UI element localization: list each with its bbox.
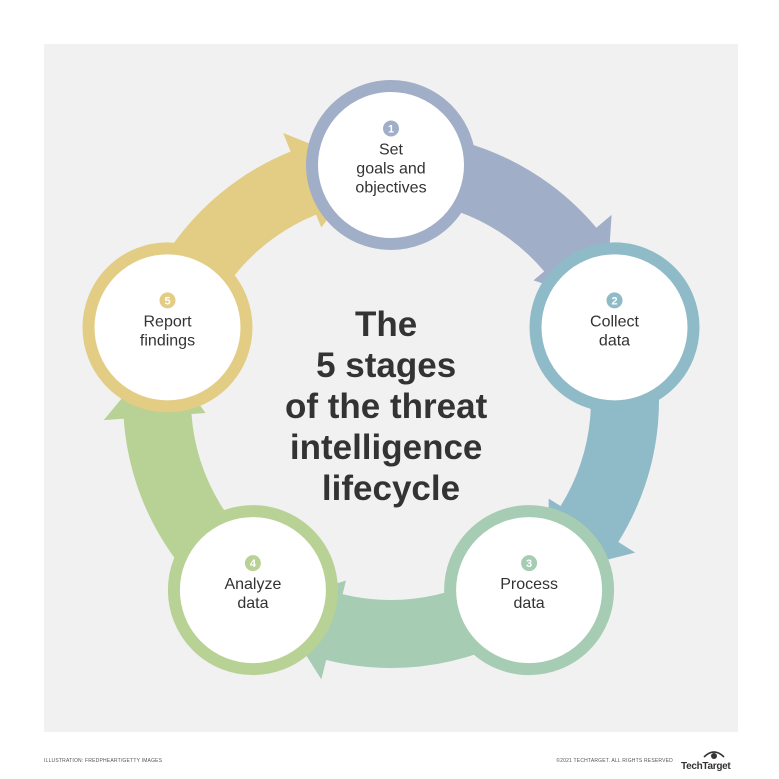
stage-number-badge xyxy=(159,292,176,309)
stage-number: 3 xyxy=(526,558,532,570)
stage-circle xyxy=(306,80,476,250)
center-title-line-5: lifecycle xyxy=(322,469,460,508)
stage-number: 1 xyxy=(388,124,394,136)
stage-number: 4 xyxy=(250,558,257,570)
stage-number: 5 xyxy=(164,295,170,307)
stage-number-badge xyxy=(244,555,261,572)
stage-label-line: Report xyxy=(143,313,192,330)
stage-label-line: data xyxy=(514,595,545,612)
stage-label-line: data xyxy=(237,595,268,612)
stage-label-line: Process xyxy=(500,576,558,593)
center-title-line-2: 5 stages xyxy=(316,346,456,385)
center-title: The 5 stages of the threat intelligence … xyxy=(285,305,497,508)
illustration-credit: ILLUSTRATION: FREDPHEART/GETTY IMAGES xyxy=(44,758,163,764)
center-title-line-3: of the threat xyxy=(285,387,488,426)
stage-label-line: goals and xyxy=(356,161,425,178)
stage-label-line: findings xyxy=(140,332,195,349)
stage-circle xyxy=(529,242,700,413)
center-title-line-4: intelligence xyxy=(290,428,483,467)
stage-label-line: Analyze xyxy=(224,576,281,593)
stage-circle xyxy=(167,505,338,676)
stage-label-line: Collect xyxy=(590,313,639,330)
logo-wordmark: TechTarget xyxy=(681,761,731,772)
stage-label-line: Set xyxy=(379,142,404,159)
stage-number-badge xyxy=(606,292,623,309)
center-title-line-1: The xyxy=(355,305,417,344)
copyright-notice: ©2021 TECHTARGET. ALL RIGHTS RESERVED xyxy=(556,758,673,764)
stage-label-line: data xyxy=(599,332,630,349)
techtarget-logo: TechTarget xyxy=(681,748,741,774)
stage-label-line: objectives xyxy=(355,180,426,197)
stage-circle xyxy=(444,505,615,676)
eye-icon xyxy=(703,751,725,759)
stage-number-badge xyxy=(383,120,399,137)
stage-number-badge xyxy=(521,555,538,572)
stage-circle xyxy=(82,242,253,413)
stage-number: 2 xyxy=(611,295,617,307)
